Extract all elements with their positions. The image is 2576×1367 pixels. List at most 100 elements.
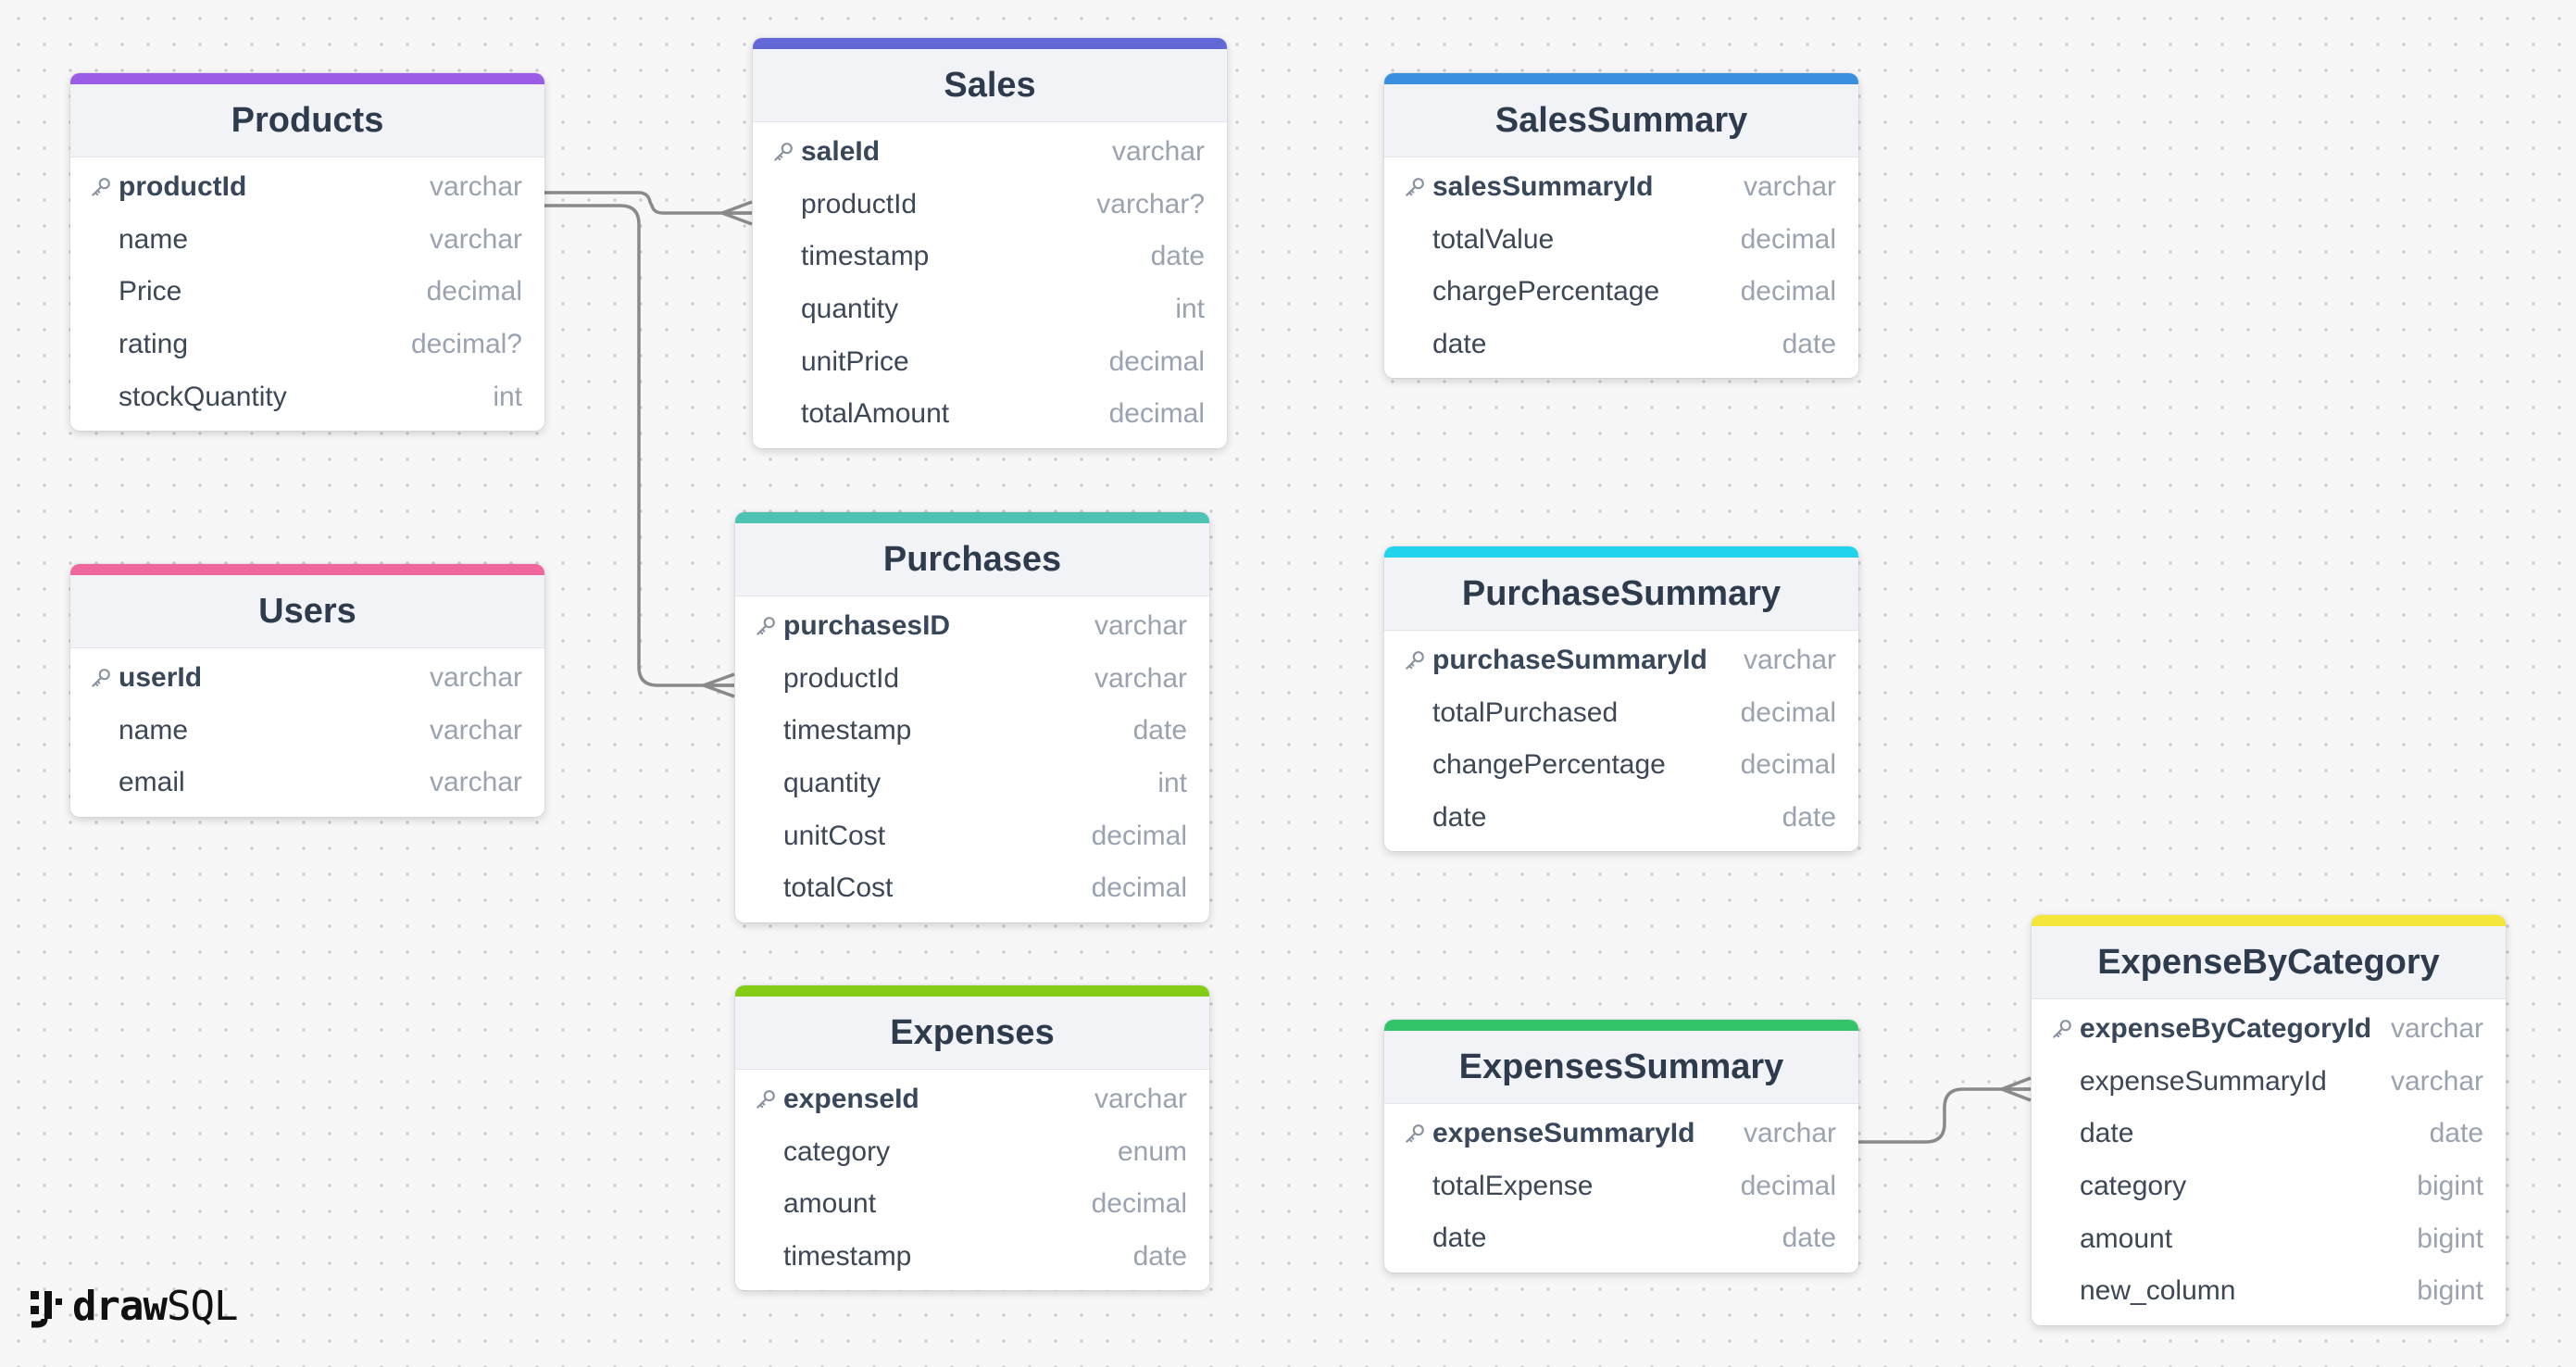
column-name: totalExpense [1432, 1170, 1594, 1201]
table-header[interactable]: ExpensesSummary [1384, 1031, 1858, 1104]
column-type: date [1782, 1223, 1836, 1254]
table-color-bar [70, 73, 544, 84]
column-name: changePercentage [1432, 749, 1666, 781]
key-icon [1403, 648, 1427, 672]
logo-text-sql: SQL [166, 1283, 238, 1330]
column-name: userId [119, 662, 203, 694]
column-type: date [1782, 802, 1836, 834]
table-color-bar [1384, 73, 1858, 84]
column-type: decimal [1091, 820, 1187, 851]
table-header[interactable]: Users [70, 575, 544, 648]
table-header[interactable]: ExpenseByCategory [2032, 926, 2506, 999]
column-type: decimal [1740, 1170, 1836, 1201]
column-type: date [1132, 1241, 1187, 1273]
column-row[interactable]: date date [1384, 792, 1858, 845]
table-title: PurchaseSummary [1461, 573, 1782, 613]
table-header[interactable]: Sales [753, 49, 1227, 122]
table-header[interactable]: SalesSummary [1384, 84, 1858, 157]
column-name: rating [119, 329, 189, 360]
table-title: Sales [944, 65, 1036, 105]
column-type: int [493, 381, 522, 412]
column-type: int [1175, 294, 1205, 325]
column-type: varchar [429, 171, 522, 203]
column-type: varchar [1094, 662, 1187, 694]
column-name: timestamp [783, 715, 912, 746]
column-type: decimal [1740, 223, 1836, 255]
table-header[interactable]: Purchases [735, 523, 1209, 596]
column-type: varchar [2390, 1013, 2483, 1045]
table-title: Users [258, 591, 356, 631]
column-name: name [119, 223, 189, 255]
table-header[interactable]: Expenses [735, 997, 1209, 1070]
column-row[interactable]: totalExpense decimal [1384, 1160, 1858, 1213]
column-name: quantity [783, 768, 882, 799]
column-name: expenseSummaryId [1432, 1118, 1695, 1149]
column-row[interactable]: totalValue decimal [1384, 214, 1858, 267]
column-type: decimal [1091, 872, 1187, 904]
column-name: email [119, 767, 185, 798]
table-header[interactable]: Products [70, 84, 544, 157]
table-color-bar [70, 564, 544, 575]
column-name: new_column [2080, 1275, 2236, 1307]
column-name: timestamp [783, 1241, 912, 1273]
column-type: varchar [1094, 610, 1187, 642]
table-header[interactable]: PurchaseSummary [1384, 558, 1858, 631]
column-name: expenseSummaryId [2080, 1065, 2327, 1097]
column-type: enum [1117, 1135, 1187, 1167]
column-row[interactable]: timestamp date [735, 1231, 1209, 1284]
column-name: date [1432, 802, 1487, 834]
column-name: totalValue [1432, 223, 1555, 255]
table-title: Expenses [890, 1012, 1055, 1052]
